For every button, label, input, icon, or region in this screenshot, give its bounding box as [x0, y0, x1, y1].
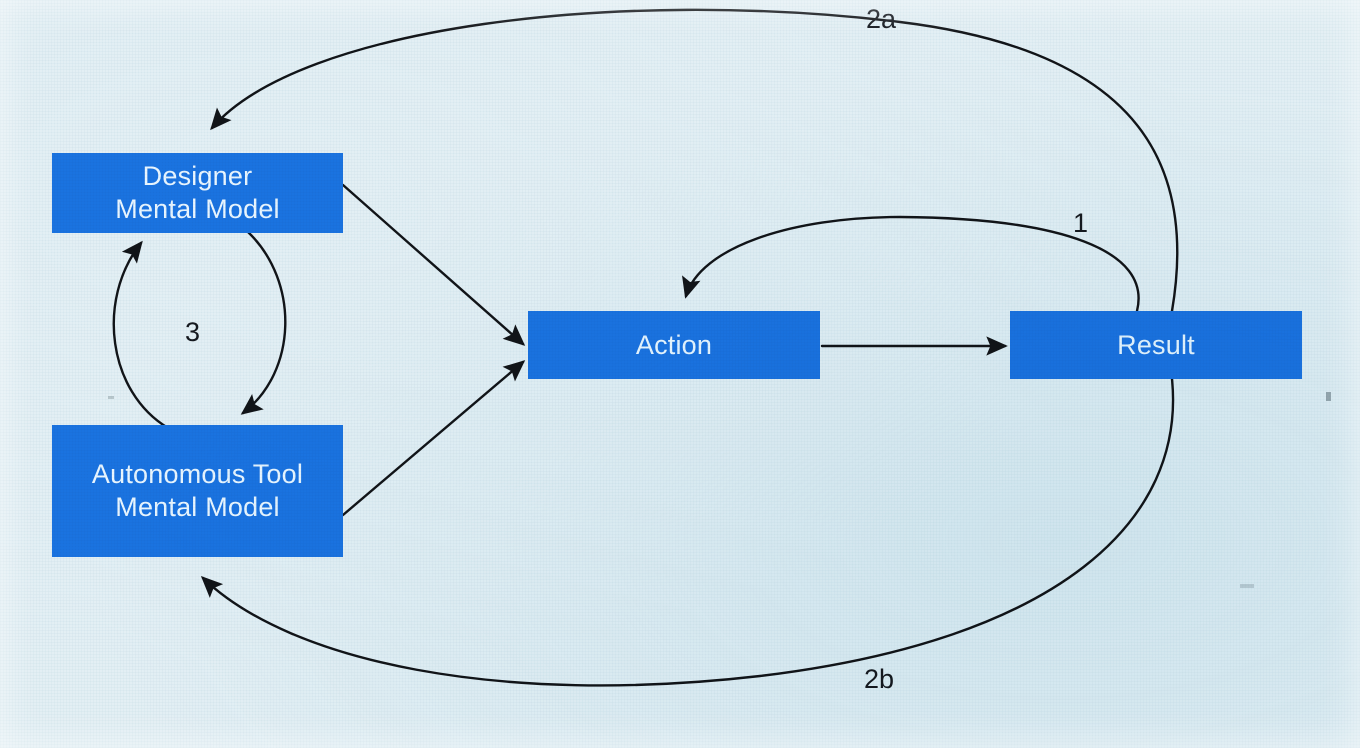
scan-speck	[108, 396, 114, 399]
node-result[interactable]: Result	[1010, 311, 1302, 379]
node-autonomous-line2: Mental Model	[115, 492, 280, 522]
node-result-line1: Result	[1117, 329, 1195, 360]
edge-label-2a: 2a	[866, 4, 897, 34]
edge-designer-to-autonomous-3	[240, 230, 287, 415]
node-designer-line1: Designer	[142, 161, 253, 192]
edge-autonomous-to-action	[341, 360, 526, 517]
edge-label-2b: 2b	[864, 664, 895, 694]
scan-speck	[1240, 584, 1254, 588]
node-action-line1: Action	[635, 329, 713, 360]
node-action[interactable]: Action	[528, 311, 820, 379]
edge-label-3: 3	[185, 317, 201, 347]
node-designer-line2: Mental Model	[115, 194, 280, 224]
edge-result-to-designer-2a	[210, 8, 1179, 313]
edge-label-1: 1	[1073, 208, 1089, 238]
edge-autonomous-to-designer-3	[112, 240, 170, 430]
edge-designer-to-action	[341, 183, 526, 346]
node-designer-mental-model[interactable]: Designer Mental Model	[52, 153, 343, 233]
node-autonomous-line1: Autonomous Tool	[91, 459, 304, 490]
edge-result-to-action-1	[682, 215, 1140, 313]
scan-speck	[1326, 392, 1331, 401]
node-autonomous-tool-mental-model[interactable]: Autonomous Tool Mental Model	[52, 425, 343, 557]
edge-result-to-autonomous-2b	[200, 377, 1175, 687]
